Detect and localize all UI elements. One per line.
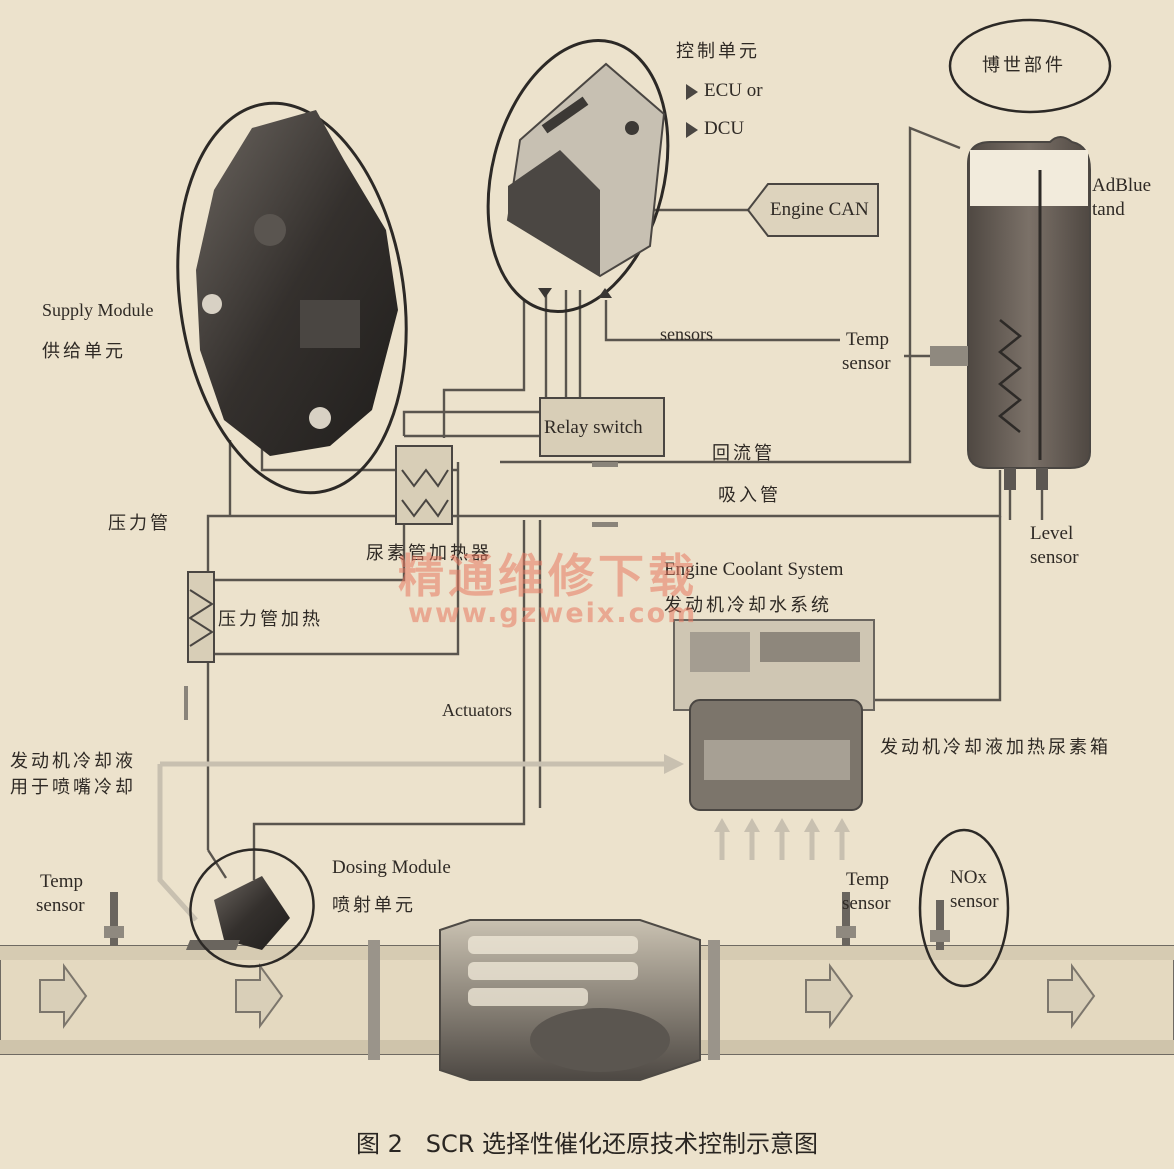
connector-icon — [538, 288, 552, 298]
temp-sensor-left-icon — [110, 892, 118, 946]
dcu-label: DCU — [704, 118, 745, 139]
sensors-line — [604, 300, 840, 342]
watermark-url: www.gzweix.com — [408, 598, 698, 629]
temp-sensor-left-label-2: sensor — [36, 895, 85, 916]
actuators-label: Actuators — [442, 700, 512, 720]
nox-sensor-icon — [936, 900, 944, 950]
exhaust-pipe — [0, 892, 1174, 1081]
level-sensor-label-1: Level — [1030, 523, 1074, 544]
pressure-line-heater — [187, 571, 215, 663]
flow-arrow-icon — [39, 962, 88, 1030]
engine-can-label: Engine CAN — [770, 199, 869, 220]
pressure-line-label: 压力管 — [108, 513, 171, 534]
urea-heater — [395, 445, 453, 525]
dosing-module-cn-label: 喷射单元 — [332, 895, 416, 916]
tank-temp-sensor-icon — [930, 346, 968, 366]
actuators-line — [252, 520, 526, 880]
nox-oval — [918, 828, 1010, 988]
temp-sensor-right-label-1: Temp — [846, 869, 889, 890]
tank-temp-sensor-label-2: sensor — [842, 353, 891, 374]
engine-coolant-system — [673, 619, 875, 860]
adblue-label-line1: AdBlue — [1092, 175, 1152, 196]
coolant-heat-tank-label: 发动机冷却液加热尿素箱 — [880, 737, 1111, 758]
bullet-icon — [686, 84, 698, 100]
supply-module-cn-label: 供给单元 — [42, 341, 126, 362]
nox-sensor-label-2: sensor — [950, 891, 999, 912]
bosch-parts-oval — [948, 18, 1112, 114]
temp-sensor-left-label-1: Temp — [40, 871, 83, 892]
suction-line — [206, 470, 1002, 850]
adblue-label-line2: tand — [1092, 199, 1125, 220]
connector-icon — [598, 288, 612, 298]
dosing-module — [186, 848, 315, 968]
level-sensor-label-2: sensor — [1030, 547, 1079, 568]
figure-caption: 图 2 SCR 选择性催化还原技术控制示意图 — [355, 1130, 819, 1158]
dosing-module-en-label: Dosing Module — [332, 857, 451, 878]
coolant-lines — [157, 761, 664, 922]
control-unit — [486, 38, 698, 314]
flow-arrow-icon — [1047, 962, 1096, 1030]
temp-sensor-right-icon — [842, 892, 850, 946]
urea-heater-label: 尿素管加热器 — [366, 543, 492, 564]
nox-sensor-label-1: NOx — [950, 867, 987, 888]
tank-temp-sensor-label-1: Temp — [846, 329, 889, 350]
suction-line-label: 吸入管 — [718, 485, 781, 506]
temp-sensor-right-label-2: sensor — [842, 893, 891, 914]
adblue-tank — [930, 136, 1091, 490]
relay-switch-label: Relay switch — [544, 417, 643, 438]
return-line-label: 回流管 — [712, 443, 775, 464]
control-unit-label: 控制单元 — [676, 41, 760, 62]
sensors-label: sensors — [660, 324, 713, 344]
coolant-system-en-label: Engine Coolant System — [664, 559, 844, 580]
relay-switch-box — [539, 397, 665, 457]
engine-can-box — [746, 183, 879, 237]
bosch-parts-label: 博世部件 — [982, 55, 1066, 76]
coolant-system-cn-label: 发动机冷却水系统 — [664, 595, 832, 616]
flow-arrow-icon — [235, 962, 284, 1030]
coolant-nozzle-label-1: 发动机冷却液 — [10, 751, 136, 772]
flow-arrow-icon — [805, 962, 854, 1030]
return-line — [500, 126, 961, 464]
watermark-cn: 精通维修下载 — [398, 549, 698, 603]
coolant-arrow-head — [664, 754, 684, 774]
supply-module — [176, 101, 408, 495]
bullet-icon — [686, 122, 698, 138]
coolant-nozzle-label-2: 用于喷嘴冷却 — [10, 777, 136, 798]
supply-module-en-label: Supply Module — [42, 300, 154, 320]
pressure-line-heat-label: 压力管加热 — [218, 609, 323, 630]
ecu-label: ECU or — [704, 80, 763, 101]
